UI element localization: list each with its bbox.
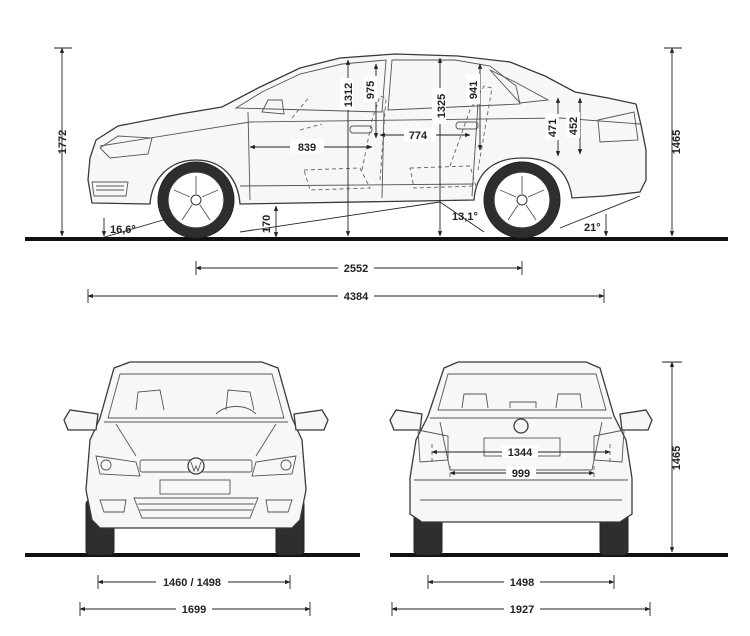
rear-logo bbox=[513, 418, 529, 434]
side-mirror bbox=[261, 99, 285, 115]
front-right-lamp-ring bbox=[280, 459, 292, 471]
side-view: 1772 1465 1312 975 1325 941 bbox=[25, 47, 728, 303]
dim-trunk-2: 452 bbox=[566, 97, 583, 155]
dim-departure-angle: 21° bbox=[559, 195, 641, 237]
front-body-outline bbox=[85, 361, 307, 529]
dim-rear-plate-width: 1344 bbox=[431, 444, 611, 462]
side-door-front bbox=[247, 109, 385, 201]
side-body-outline bbox=[87, 53, 647, 205]
label-rear-legroom: 774 bbox=[409, 130, 428, 142]
front-logo-mark bbox=[190, 461, 202, 473]
side-window-front bbox=[234, 59, 387, 113]
label-trunk-2: 452 bbox=[568, 117, 580, 135]
label-trunk-1: 471 bbox=[547, 119, 559, 137]
dim-ground-clearance: 170 bbox=[261, 205, 279, 238]
rear-seat-dashed bbox=[409, 85, 493, 189]
front-steering bbox=[215, 406, 257, 415]
dim-front-legroom: 839 bbox=[249, 139, 373, 154]
dim-front-track: 1460 / 1498 bbox=[97, 575, 291, 589]
rear-left-taillight bbox=[417, 429, 449, 463]
dim-rear-trunk-opening: 999 bbox=[449, 466, 595, 480]
front-seat-dashed bbox=[303, 95, 387, 191]
dim-breakover-angle: 13,1° bbox=[239, 201, 485, 233]
label-overall-height: 1772 bbox=[57, 130, 69, 154]
label-front-width: 1699 bbox=[182, 604, 206, 616]
front-fog-right bbox=[265, 499, 293, 513]
rear-bumper bbox=[414, 479, 628, 501]
label-rear-headroom: 941 bbox=[468, 81, 480, 99]
dim-wheelbase: 2552 bbox=[195, 261, 523, 275]
dim-rear-headroom: 941 bbox=[466, 63, 483, 151]
label-rear-plate-width: 1344 bbox=[508, 447, 533, 459]
label-wheelbase: 2552 bbox=[344, 263, 368, 275]
dim-rear-height: 1465 bbox=[662, 361, 683, 553]
dim-rear-track: 1498 bbox=[427, 575, 615, 589]
label-front-headroom: 1312 bbox=[343, 83, 355, 107]
label-roof-height: 1465 bbox=[671, 130, 683, 154]
side-character-line bbox=[99, 117, 641, 147]
label-departure-angle: 21° bbox=[584, 222, 601, 234]
dim-rear-headroom-total: 1325 bbox=[432, 57, 448, 237]
side-sill-line bbox=[239, 183, 475, 187]
front-left-lamp-ring bbox=[100, 459, 112, 471]
front-lower-grille bbox=[133, 497, 259, 519]
dim-approach-angle: 16,6° bbox=[97, 217, 171, 240]
label-front-seat: 975 bbox=[365, 81, 377, 99]
dim-rear-legroom: 774 bbox=[379, 128, 471, 142]
rear-right-mirror bbox=[619, 409, 653, 431]
dim-front-seat: 975 bbox=[364, 63, 379, 139]
front-left-mirror bbox=[63, 409, 99, 431]
front-view: 1460 / 1498 1699 bbox=[25, 361, 360, 616]
label-rear-trunk-opening: 999 bbox=[512, 468, 530, 480]
label-ground-clearance: 170 bbox=[261, 215, 273, 233]
label-rear-headroom-total: 1325 bbox=[436, 94, 448, 118]
front-fog-left bbox=[99, 499, 127, 513]
label-rear-height: 1465 bbox=[671, 446, 683, 470]
rear-left-mirror bbox=[389, 409, 423, 431]
rear-right-taillight bbox=[593, 429, 625, 463]
label-breakover-angle: 13,1° bbox=[452, 211, 478, 223]
front-left-headlight bbox=[95, 455, 141, 477]
label-front-track: 1460 / 1498 bbox=[163, 577, 221, 589]
dim-overall-length: 4384 bbox=[87, 289, 605, 303]
rear-body-outline bbox=[409, 361, 633, 523]
side-taillight bbox=[597, 111, 639, 143]
label-front-legroom: 839 bbox=[298, 142, 316, 154]
rear-view: 1344 999 1465 1498 1927 bbox=[389, 361, 728, 616]
front-windshield bbox=[107, 373, 285, 419]
rear-window bbox=[437, 373, 607, 411]
front-wheel bbox=[157, 161, 235, 239]
side-window-rear bbox=[387, 59, 521, 111]
dim-front-width: 1699 bbox=[79, 602, 311, 616]
front-right-headlight bbox=[251, 455, 297, 477]
dim-rear-width: 1927 bbox=[391, 602, 651, 616]
front-seats bbox=[135, 389, 255, 411]
side-rear-quarter-glass bbox=[489, 69, 550, 104]
side-fog-grille bbox=[91, 181, 129, 197]
front-right-mirror bbox=[293, 409, 329, 431]
label-rear-width: 1927 bbox=[510, 604, 534, 616]
rear-headrests bbox=[461, 393, 583, 409]
dim-roof-height: 1465 bbox=[664, 47, 683, 237]
label-approach-angle: 16,6° bbox=[110, 224, 136, 236]
label-overall-length: 4384 bbox=[344, 291, 369, 303]
steering-dashed bbox=[291, 95, 323, 131]
dim-trunk-1: 471 bbox=[545, 97, 561, 157]
dim-overall-height: 1772 bbox=[54, 47, 72, 237]
front-hood bbox=[104, 421, 288, 457]
side-headlight bbox=[99, 135, 153, 159]
label-rear-track: 1498 bbox=[510, 577, 534, 589]
front-plate bbox=[159, 479, 231, 495]
rear-wheel bbox=[483, 161, 561, 239]
